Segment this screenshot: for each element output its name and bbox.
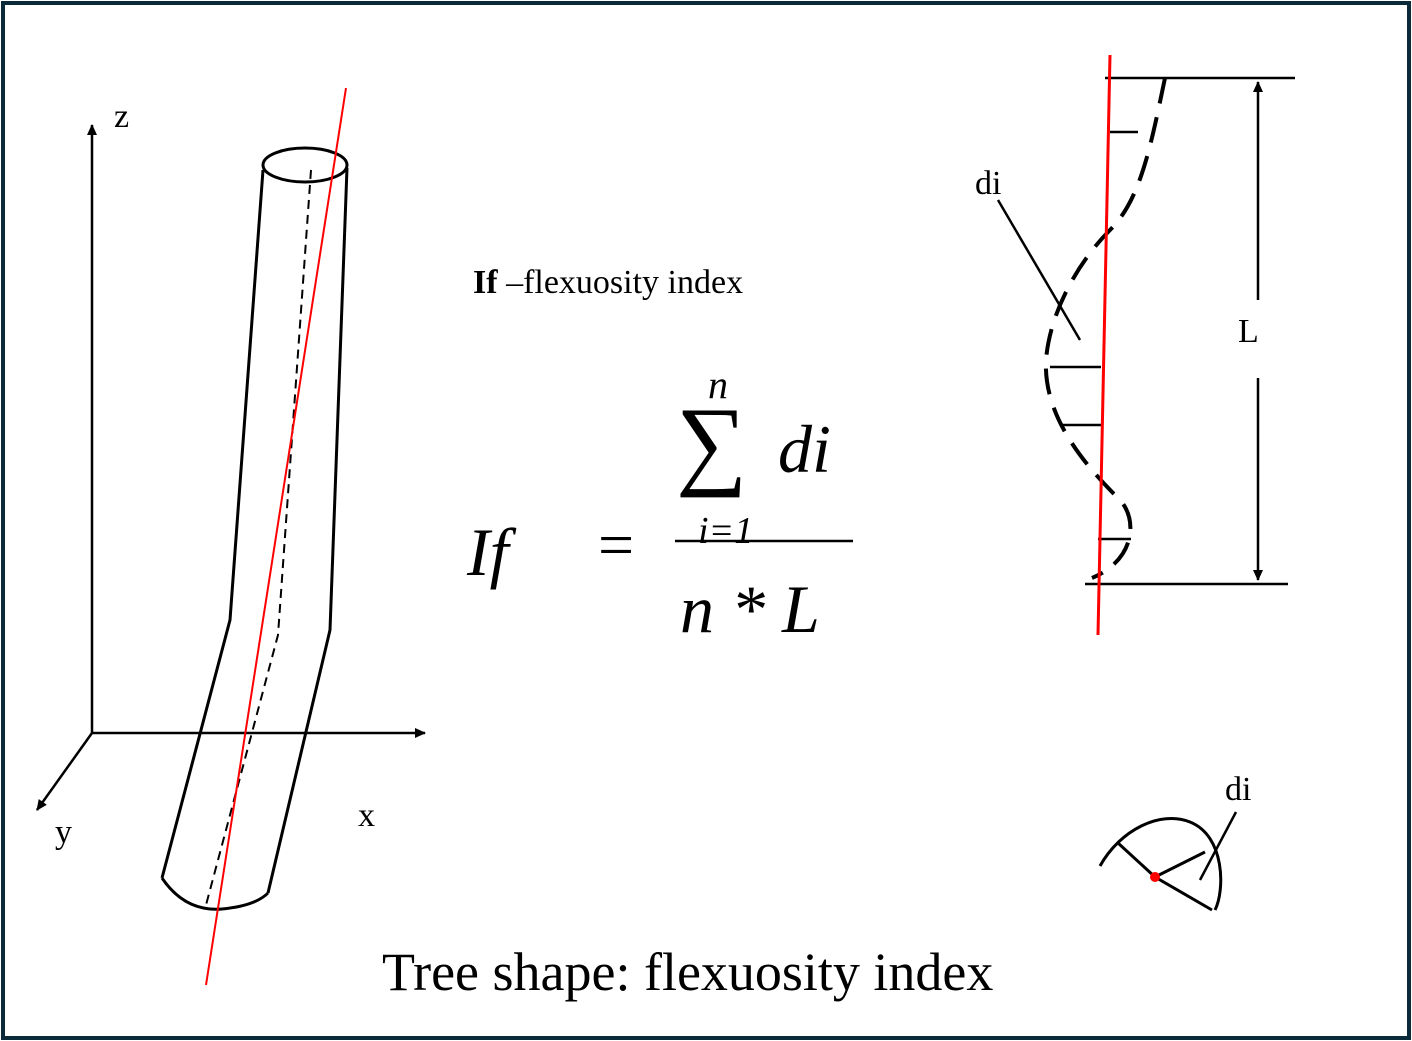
stem-reference-line xyxy=(205,87,347,986)
profile-reference-line xyxy=(1096,54,1112,636)
cross-section-deviation-label: di xyxy=(1225,771,1251,808)
stem-pith-dashed xyxy=(205,169,312,906)
deviation-leader-line xyxy=(996,199,1082,341)
deviation-ticks xyxy=(1050,130,1138,541)
y-axis-label: y xyxy=(55,814,72,851)
subtitle-text: –flexuosity index xyxy=(498,264,744,301)
x-axis-label: x xyxy=(358,797,375,834)
z-axis-label: z xyxy=(114,98,129,135)
stem-right-outline xyxy=(266,167,349,894)
coordinate-axes xyxy=(35,124,426,811)
stem-axis-dashed-curve xyxy=(1043,77,1167,580)
cross-section-outline xyxy=(1098,817,1223,911)
cross-section xyxy=(1098,811,1238,912)
figure-caption: Tree shape: flexuosity index xyxy=(382,942,993,1002)
subtitle: If –flexuosity index xyxy=(473,264,743,301)
formula-equals: = xyxy=(598,509,634,580)
formula-summand: di xyxy=(778,411,831,487)
formula-denominator: n * L xyxy=(680,571,820,647)
cross-section-radius-lower xyxy=(1154,875,1213,912)
stem-profile: L di xyxy=(975,54,1295,636)
length-label: L xyxy=(1238,313,1259,350)
y-axis xyxy=(35,732,94,811)
flexuosity-formula: If = n ∑ di i=1 n * L xyxy=(466,362,853,647)
cross-section-leader-line xyxy=(1198,811,1238,881)
formula-sum-lower: i=1 xyxy=(698,510,753,552)
subtitle-symbol: If xyxy=(473,264,498,301)
deviation-label: di xyxy=(975,165,1001,202)
cross-section-radius-left xyxy=(1116,841,1157,879)
tree-stem xyxy=(160,146,349,911)
formula-sum-upper: n xyxy=(708,362,728,407)
cross-section-centre-dot xyxy=(1150,872,1160,882)
cross-section-radius-right xyxy=(1154,850,1206,879)
formula-sum-symbol: ∑ xyxy=(676,387,747,498)
stem-bottom-curve xyxy=(160,877,270,911)
formula-lhs: If xyxy=(466,514,517,590)
stem-left-outline xyxy=(160,169,265,879)
stem-top-ellipse xyxy=(261,146,349,184)
